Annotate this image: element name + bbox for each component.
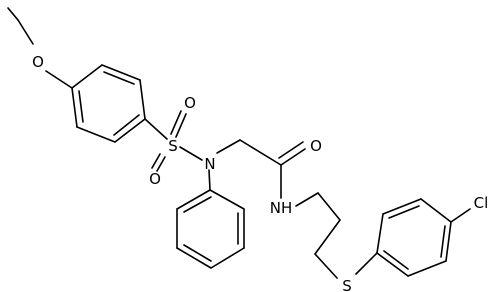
- atom-label-s-thioether: S: [342, 277, 352, 292]
- bond: [156, 156, 166, 172]
- bond-inner: [183, 244, 212, 262]
- ethoxy-group: [7, 7, 73, 89]
- bond: [170, 110, 182, 135]
- bond: [317, 192, 341, 221]
- ethyl-thio-chain: [295, 192, 378, 279]
- atom-label-s-sulfonyl: S: [168, 137, 178, 155]
- bond: [7, 7, 19, 21]
- bond: [71, 64, 103, 89]
- bond: [376, 213, 384, 254]
- bond: [314, 253, 338, 279]
- bond: [376, 252, 409, 277]
- bond: [239, 139, 282, 166]
- bond: [210, 247, 245, 269]
- bond: [216, 139, 241, 154]
- bond: [144, 118, 168, 140]
- bond: [139, 79, 146, 120]
- atom-label-o-ether: O: [32, 53, 44, 71]
- bond-inner: [183, 196, 212, 213]
- sulfonyl-group: [144, 110, 203, 172]
- atom-label-o-sulfonyl-bottom: O: [149, 170, 161, 188]
- atom-label-nh-amide: NH: [270, 199, 293, 217]
- atom-label-cl: Cl: [474, 194, 489, 212]
- bond-inner: [383, 250, 409, 270]
- chlorophenyl-ring: [376, 198, 471, 277]
- bond: [314, 219, 341, 255]
- bond: [176, 247, 212, 269]
- bond-inner: [440, 225, 446, 258]
- bond: [445, 221, 452, 262]
- bond: [407, 260, 447, 277]
- bond: [295, 192, 319, 207]
- bond-inner: [103, 71, 135, 85]
- acetamide-chain: [216, 139, 306, 199]
- n-phenyl-ring: [176, 169, 245, 269]
- bond-inner: [388, 205, 420, 219]
- bond: [209, 189, 245, 210]
- atom-label-o-sulfonyl-top: O: [184, 94, 196, 112]
- bond: [175, 113, 187, 138]
- ethoxyphenyl-ring: [71, 64, 146, 143]
- bond: [420, 198, 452, 223]
- bond: [151, 153, 161, 169]
- bond: [278, 141, 304, 159]
- bond: [45, 70, 73, 89]
- atom-label-o-carbonyl: O: [310, 137, 322, 155]
- bond: [179, 146, 203, 161]
- bond-inner: [113, 114, 140, 136]
- bond: [176, 189, 211, 210]
- bond: [280, 148, 306, 166]
- atom-labels: O O S O N O NH S Cl: [32, 53, 488, 292]
- atom-label-n-sulfonamide: N: [204, 155, 215, 173]
- bond: [76, 126, 116, 143]
- bond: [101, 64, 141, 81]
- bond: [355, 252, 378, 275]
- bond: [114, 118, 146, 143]
- bond: [382, 198, 422, 215]
- bond: [208, 169, 211, 191]
- bond: [71, 87, 78, 128]
- bond: [450, 208, 471, 223]
- bond: [17, 19, 34, 45]
- bond-inner: [78, 90, 84, 123]
